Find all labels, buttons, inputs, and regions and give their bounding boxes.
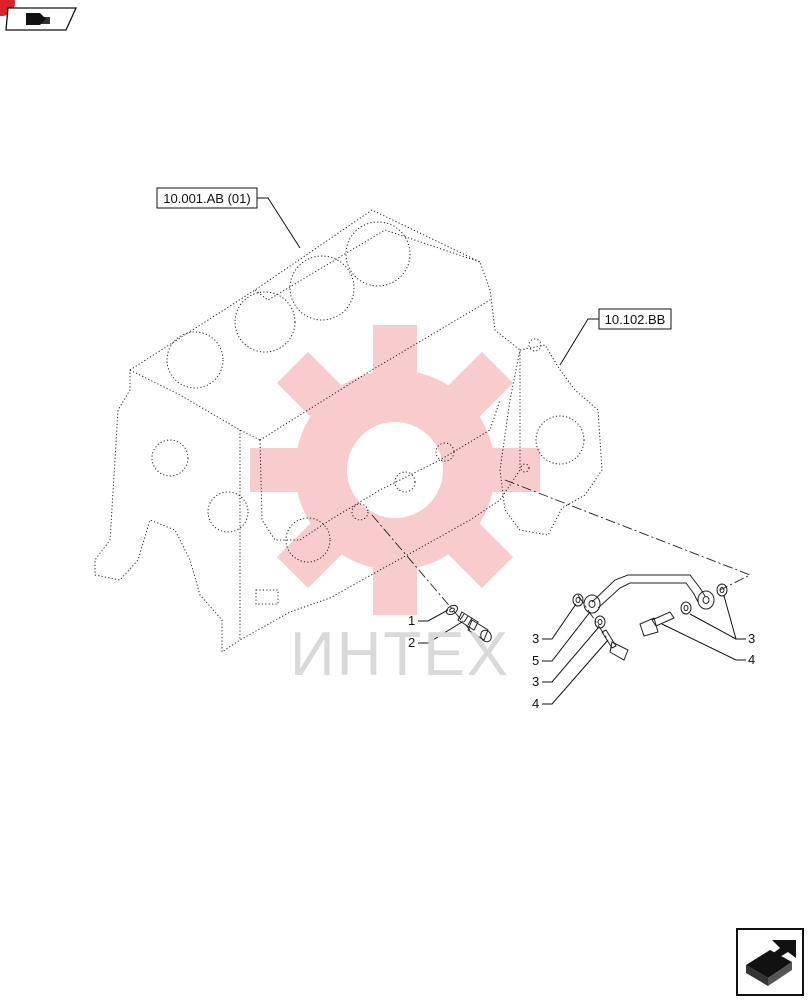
engine-block (94, 209, 521, 653)
forward-nav-button[interactable] (736, 928, 804, 996)
callout-4-b-label: 4 (748, 652, 755, 667)
gear-housing-plate (499, 338, 603, 536)
callout-4-a-label: 4 (532, 696, 539, 711)
watermark-logo (250, 325, 540, 615)
back-nav-button[interactable] (0, 0, 78, 31)
watermark-text: ИНТЕХ (290, 620, 510, 689)
reference-gear-housing-label: 10.102.BB (605, 312, 666, 327)
part-5-oil-pipe (583, 574, 715, 614)
part-1-washer (445, 604, 459, 616)
callout-3-c-label: 3 (748, 631, 755, 646)
callout-3-b[interactable]: 3 (532, 627, 599, 689)
callout-3-a-label: 3 (532, 631, 539, 646)
page-forward-arrow-icon (746, 940, 796, 986)
callout-3-b-label: 3 (532, 674, 539, 689)
callout-4-b[interactable]: 4 (661, 623, 755, 667)
callout-3-c[interactable]: 3 (689, 595, 755, 646)
part-4-bolts (601, 611, 675, 661)
callout-5-label: 5 (532, 653, 539, 668)
callout-3-a[interactable]: 3 (532, 603, 577, 646)
centre-line-pipe (504, 479, 752, 591)
reference-engine-block-label: 10.001.AB (01) (163, 191, 250, 206)
callout-2-label: 2 (408, 635, 415, 650)
callout-5[interactable]: 5 (532, 611, 591, 668)
part-2-fitting (457, 611, 492, 643)
callout-1-label: 1 (408, 613, 415, 628)
centre-line-sensor (371, 514, 471, 631)
reference-gear-housing[interactable]: 10.102.BB (559, 308, 672, 366)
callout-1[interactable]: 1 (408, 609, 449, 628)
callout-2[interactable]: 2 (408, 621, 463, 650)
callout-4-a[interactable]: 4 (532, 639, 609, 711)
page-back-arrow-icon (26, 13, 50, 25)
part-3-washers (572, 583, 728, 629)
reference-engine-block[interactable]: 10.001.AB (01) (156, 187, 301, 249)
